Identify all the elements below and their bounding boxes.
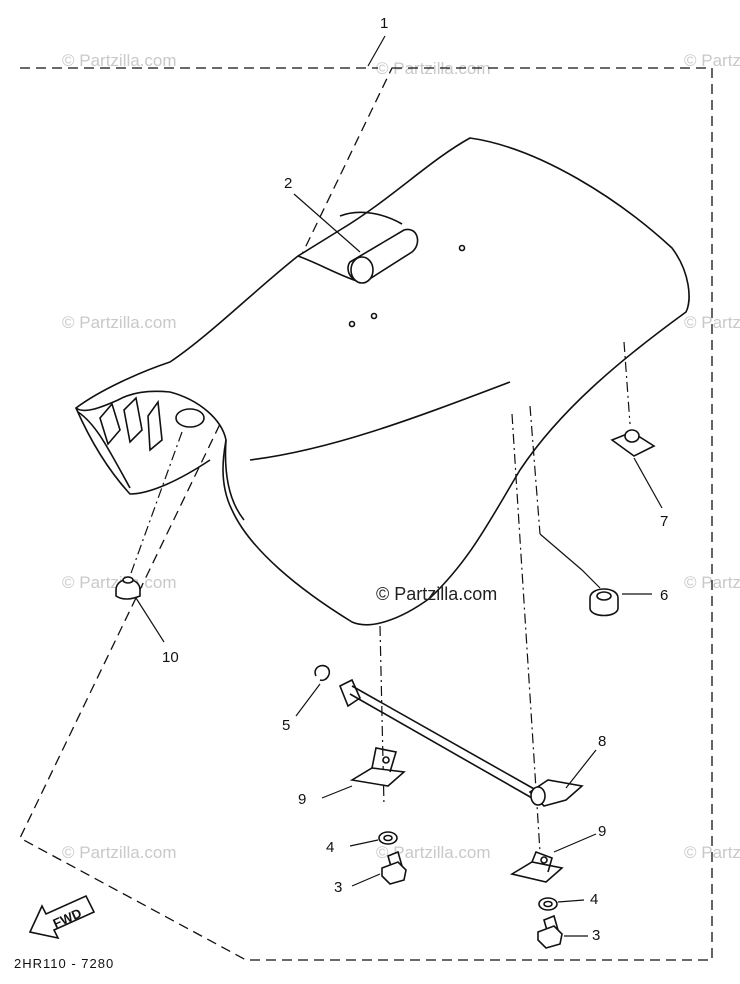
- leader-5: [295, 683, 321, 717]
- callout-9a: 9: [298, 791, 306, 808]
- watermark: © Partzilla.com: [376, 843, 491, 862]
- leader-8: [565, 749, 597, 789]
- watermark: © Partzilla.com: [684, 51, 740, 70]
- part-3-bolt-right: [537, 914, 563, 949]
- callout-7: 7: [660, 513, 668, 530]
- assembly-boundary: [19, 67, 713, 961]
- leader-9b: [553, 833, 597, 853]
- projection-lines: [129, 341, 631, 853]
- part-9-bracket-left: [349, 747, 406, 787]
- part-8-rod: [338, 678, 584, 807]
- seat: [74, 137, 690, 626]
- part-4-washer-left: [378, 831, 398, 845]
- watermark: © Partzilla.com: [62, 843, 177, 862]
- callout-3b: 3: [592, 927, 600, 944]
- callout-2: 2: [284, 175, 292, 192]
- fwd-arrow-icon: FWD: [28, 894, 96, 940]
- drawing-code: 2HR110 - 7280: [14, 956, 114, 971]
- part-10-damper: [115, 576, 141, 600]
- leader-2: [293, 193, 361, 253]
- seat-recess: [175, 408, 205, 428]
- callout-1: 1: [380, 15, 388, 32]
- leader-3a: [351, 873, 381, 887]
- callout-9b: 9: [598, 823, 606, 840]
- part-2-bumper: [347, 228, 419, 284]
- callout-4b: 4: [590, 891, 598, 908]
- watermark: © Partzilla.com: [62, 313, 177, 332]
- part-6-damper: [589, 588, 619, 617]
- callout-3a: 3: [334, 879, 342, 896]
- leader-4a: [349, 839, 379, 847]
- callout-6: 6: [660, 587, 668, 604]
- callout-10: 10: [162, 649, 179, 666]
- part-3-bolt-left: [381, 850, 407, 885]
- leader-6: [539, 533, 601, 589]
- leader-4b: [557, 899, 585, 903]
- watermark-center: © Partzilla.com: [376, 584, 497, 604]
- callout-5: 5: [282, 717, 290, 734]
- leader-1: [367, 35, 386, 67]
- part-4-washer-right: [538, 897, 558, 911]
- watermark: © Partzilla.com: [62, 51, 177, 70]
- part-7-clip: [610, 429, 656, 457]
- leader-7: [633, 457, 663, 509]
- watermark: © Partzilla.com: [684, 313, 740, 332]
- part-9-bracket-right: [509, 850, 564, 883]
- part-5-clip: [314, 664, 331, 682]
- callout-8: 8: [598, 733, 606, 750]
- callout-4a: 4: [326, 839, 334, 856]
- leader-10: [135, 597, 165, 643]
- leader-9a: [321, 785, 353, 799]
